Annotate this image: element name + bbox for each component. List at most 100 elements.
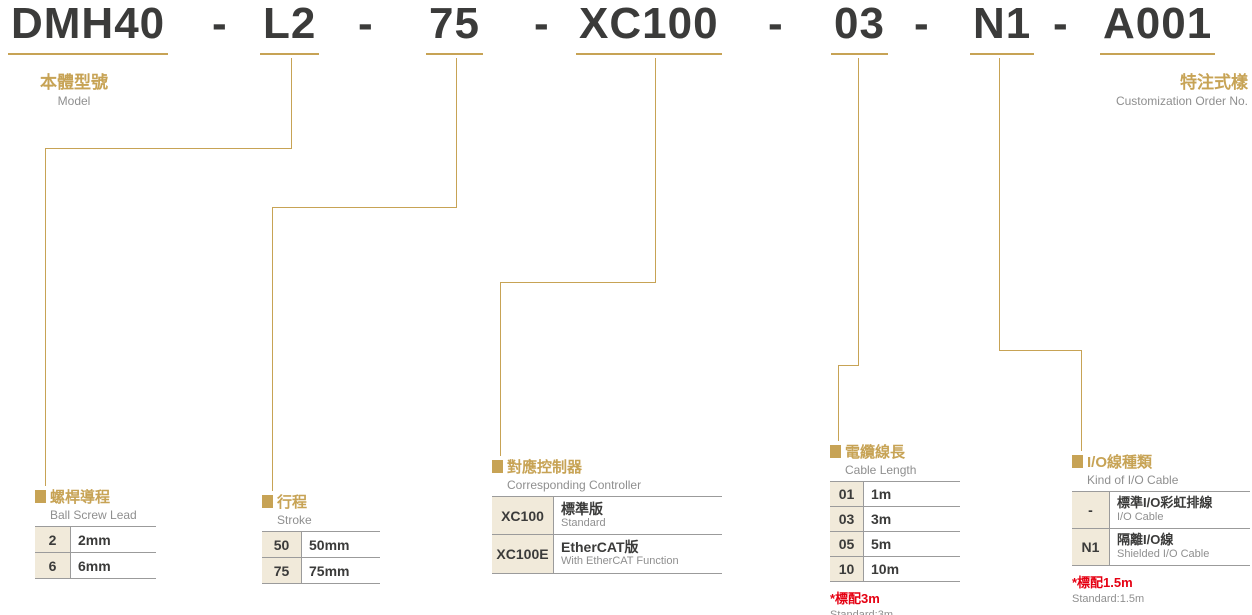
connector-line	[1081, 350, 1082, 451]
code-cell: 75	[262, 558, 302, 583]
table-title-zh: 電纜線長	[845, 444, 906, 461]
table-title-zh: 對應控制器	[507, 459, 583, 476]
connector-line	[291, 58, 292, 148]
separator-dash: -	[1053, 0, 1068, 48]
model-segment-controller: XC100	[576, 2, 722, 55]
connector-line	[500, 282, 656, 283]
table-grid: 01 1m 03 3m 05 5m 10 10m	[830, 481, 960, 582]
value-cell: 50mm	[309, 536, 350, 553]
connector-line	[838, 365, 839, 441]
connector-line	[655, 58, 656, 282]
connector-line	[999, 58, 1000, 350]
table-title-zh: 螺桿導程	[50, 489, 111, 506]
value-zh: 標準版	[561, 501, 603, 517]
cable-length-table: 電纜線長 Cable Length 01 1m 03 3m 05 5m 10 1…	[830, 441, 960, 615]
value-en: With EtherCAT Function	[561, 555, 679, 568]
code-cell: 03	[830, 507, 864, 531]
model-label: 本體型號 Model	[40, 72, 108, 110]
table-title-en: Corresponding Controller	[507, 478, 642, 492]
value-zh: 隔離I/O線	[1117, 532, 1174, 548]
standard-note-en: Standard:1.5m	[1072, 593, 1145, 606]
code-cell: XC100E	[492, 535, 554, 573]
value-cell: 5m	[871, 536, 892, 552]
table-row: 6 6mm	[35, 553, 156, 579]
table-grid: - 標準I/O彩虹排線 I/O Cable N1 隔離I/O線 Shielded…	[1072, 491, 1250, 567]
code-cell: XC100	[492, 497, 554, 535]
bullet-square-icon	[492, 460, 503, 473]
customization-label: 特注式樣 Customization Order No.	[1116, 72, 1248, 110]
table-title-en: Cable Length	[845, 463, 917, 477]
value-cell: 10m	[871, 561, 900, 577]
table-grid: XC100 標準版 Standard XC100E EtherCAT版 With…	[492, 496, 722, 574]
table-title: 行程	[262, 491, 380, 512]
separator-dash: -	[914, 0, 929, 48]
code-cell: 01	[830, 482, 864, 506]
table-grid: 2 2mm 6 6mm	[35, 526, 156, 579]
table-title-en: Kind of I/O Cable	[1087, 473, 1179, 487]
value-cell: 75mm	[309, 562, 350, 579]
table-grid: 50 50mm 75 75mm	[262, 531, 380, 584]
connector-line	[456, 58, 457, 207]
bullet-square-icon	[830, 445, 841, 458]
customization-label-zh: 特注式樣	[1180, 73, 1248, 92]
value-cell: 3m	[871, 511, 892, 527]
standard-note-en: Standard:3m	[830, 609, 893, 615]
table-title: I/O線種類	[1072, 451, 1250, 472]
value-cell: 2mm	[78, 531, 111, 548]
value-en: Shielded I/O Cable	[1117, 548, 1210, 561]
model-segment-body: DMH40	[8, 2, 169, 55]
standard-note-zh: *標配1.5m	[1072, 575, 1133, 591]
connector-line	[272, 207, 457, 208]
value-en: Standard	[561, 517, 606, 530]
table-title-en: Ball Screw Lead	[50, 508, 137, 522]
connector-line	[858, 58, 859, 365]
connector-line	[838, 365, 859, 366]
code-cell: 6	[35, 553, 71, 578]
value-cell: 1m	[871, 486, 892, 502]
customization-label-en: Customization Order No.	[1115, 94, 1248, 109]
table-row: 10 10m	[830, 557, 960, 582]
table-row: N1 隔離I/O線 Shielded I/O Cable	[1072, 529, 1250, 567]
value-cell: 標準I/O彩虹排線 I/O Cable	[1110, 492, 1250, 528]
table-row: - 標準I/O彩虹排線 I/O Cable	[1072, 492, 1250, 530]
io-cable-table: I/O線種類 Kind of I/O Cable - 標準I/O彩虹排線 I/O…	[1072, 451, 1250, 605]
code-cell: 10	[830, 557, 864, 581]
separator-dash: -	[212, 0, 227, 48]
table-title: 螺桿導程	[35, 486, 156, 507]
table-title-zh: I/O線種類	[1087, 454, 1153, 471]
value-cell: 隔離I/O線 Shielded I/O Cable	[1110, 529, 1250, 565]
stroke-table: 行程 Stroke 50 50mm 75 75mm	[262, 491, 380, 584]
table-row: 05 5m	[830, 532, 960, 557]
controller-table: 對應控制器 Corresponding Controller XC100 標準版…	[492, 456, 722, 574]
table-row: XC100E EtherCAT版 With EtherCAT Function	[492, 535, 722, 574]
code-cell: N1	[1072, 529, 1110, 566]
standard-note-zh: *標配3m	[830, 591, 880, 606]
table-title: 對應控制器	[492, 456, 722, 477]
separator-dash: -	[358, 0, 373, 48]
connector-line	[45, 148, 46, 486]
value-zh: EtherCAT版	[561, 539, 639, 556]
bullet-square-icon	[35, 490, 46, 503]
model-segment-stroke: 75	[426, 2, 483, 55]
table-title-en: Stroke	[277, 513, 312, 527]
table-title-zh: 行程	[277, 494, 308, 511]
code-cell: 2	[35, 527, 71, 552]
table-row: 2 2mm	[35, 527, 156, 553]
connector-line	[45, 148, 292, 149]
value-cell: 6mm	[78, 557, 111, 574]
table-row: XC100 標準版 Standard	[492, 497, 722, 536]
connector-line	[272, 207, 273, 491]
model-segment-cable: 03	[831, 2, 888, 55]
table-title: 電纜線長	[830, 441, 960, 462]
model-segment-lead: L2	[260, 2, 320, 55]
separator-dash: -	[768, 0, 783, 48]
bullet-square-icon	[1072, 455, 1083, 468]
bullet-square-icon	[262, 495, 273, 508]
table-row: 03 3m	[830, 507, 960, 532]
value-cell: 標準版 Standard	[554, 497, 722, 534]
table-row: 01 1m	[830, 482, 960, 507]
ball-screw-lead-table: 螺桿導程 Ball Screw Lead 2 2mm 6 6mm	[35, 486, 156, 579]
value-cell: EtherCAT版 With EtherCAT Function	[554, 535, 722, 572]
model-label-en: Model	[57, 94, 91, 109]
